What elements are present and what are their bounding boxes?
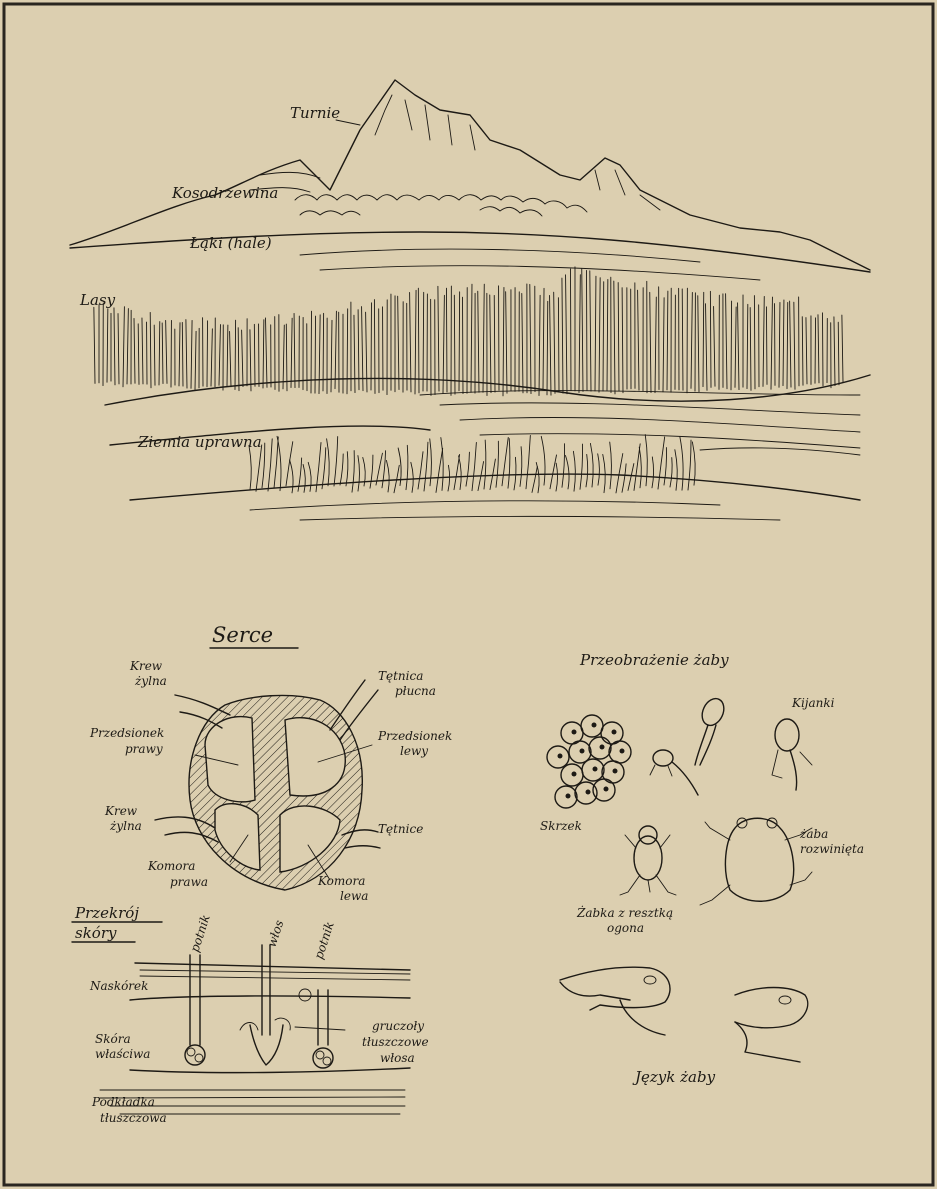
subcutis-top [130,1068,410,1073]
label-zaba-rozwinieta-1: żaba [799,827,828,841]
label-przedsionek-lewy-2: lewy [400,744,428,758]
landscape-sketch: Turnie Kosodrzewina Łąki (hale) Lasy Zie… [70,80,870,520]
label-gruczoly-2: tłuszczowe [362,1035,429,1049]
tadpole-1 [650,750,698,795]
label-skora-wlasciwa-1: Skóra [95,1032,131,1046]
epidermis-lines [140,970,410,980]
label-komora-prawa-1: Komora [147,859,195,873]
label-zabka-1: Żabka z resztką [576,905,673,920]
label-komora-prawa-2: prawa [170,875,208,889]
label-zaba-rozwinieta-2: rozwinięta [800,842,864,856]
skin-title-2: skóry [75,924,117,942]
grass [249,435,695,493]
frog-head-1 [560,967,670,1035]
froglet [620,826,676,895]
label-skrzek: Skrzek [540,819,582,833]
label-zabka-2: ogona [607,921,644,935]
arrow-gruczoly [295,1027,345,1030]
label-komora-lewa-2: lewa [340,889,368,903]
frog-spawn [547,715,631,808]
tadpole-2 [695,695,728,765]
label-laki: Łąki (hale) [189,234,272,252]
dwarf-pine-band [295,195,587,216]
label-podkladka-2: tłuszczowa [100,1111,167,1125]
skin-title-1: Przekrój [74,904,139,922]
forest [94,267,843,396]
frog-head-2 [735,988,808,1063]
hair-follicle [250,1025,283,1065]
adult-frog [700,818,812,905]
label-podkladka-1: Podkładka [91,1095,155,1109]
label-przedsionek-prawy-1: Przedsionek [89,726,164,740]
label-przedsionek-lewy-1: Przedsionek [377,729,452,743]
label-tetnica-plucna-1: Tętnica [378,669,423,683]
sweat-duct-left [190,955,200,1045]
frog-diagram: Przeobrażenie żaby [540,651,864,1086]
label-gruczoly-3: włosa [380,1051,415,1065]
label-krew-zylna-bottom-2: żylna [109,819,142,833]
skin-diagram: Przekrój skóry potnik włos potnik Naskór… [72,904,429,1125]
label-turnie: Turnie [290,104,340,122]
label-krew-zylna-top-2: żylna [134,674,167,688]
heart-diagram: Serce Krew żylna Tętnica płucna Przedsio… [89,623,452,903]
label-skora-wlasciwa-2: właściwa [95,1047,150,1061]
label-komora-lewa-1: Komora [317,874,365,888]
heart-title: Serce [212,623,273,647]
label-lasy: Lasy [79,291,116,309]
frog-title: Przeobrażenie żaby [579,651,729,669]
label-potnik-left: potnik [188,913,213,954]
label-naskorek: Naskórek [89,979,148,993]
leader-turnie [336,120,360,125]
sweat-duct-right [318,990,328,1045]
tadpole-3 [772,719,812,790]
label-wlos: włos [265,918,287,949]
epidermis-top [135,963,410,970]
label-przedsionek-prawy-2: prawy [125,742,163,756]
label-gruczoly-1: gruczoły [372,1019,424,1033]
label-tetnica-plucna-2: płucna [395,684,436,698]
label-krew-zylna-bottom-1: Krew [104,804,138,818]
label-potnik-right: potnik [312,920,337,961]
label-kijanki: Kijanki [791,696,835,710]
label-ziemia: Ziemia uprawna [137,433,262,451]
page-border [4,4,933,1185]
label-krew-zylna-top-1: Krew [129,659,163,673]
label-tetnice: Tętnice [378,822,423,836]
label-jezyk: Język żaby [632,1068,716,1086]
hair-shaft [262,945,270,1035]
label-kosodrzewina: Kosodrzewina [171,184,278,202]
